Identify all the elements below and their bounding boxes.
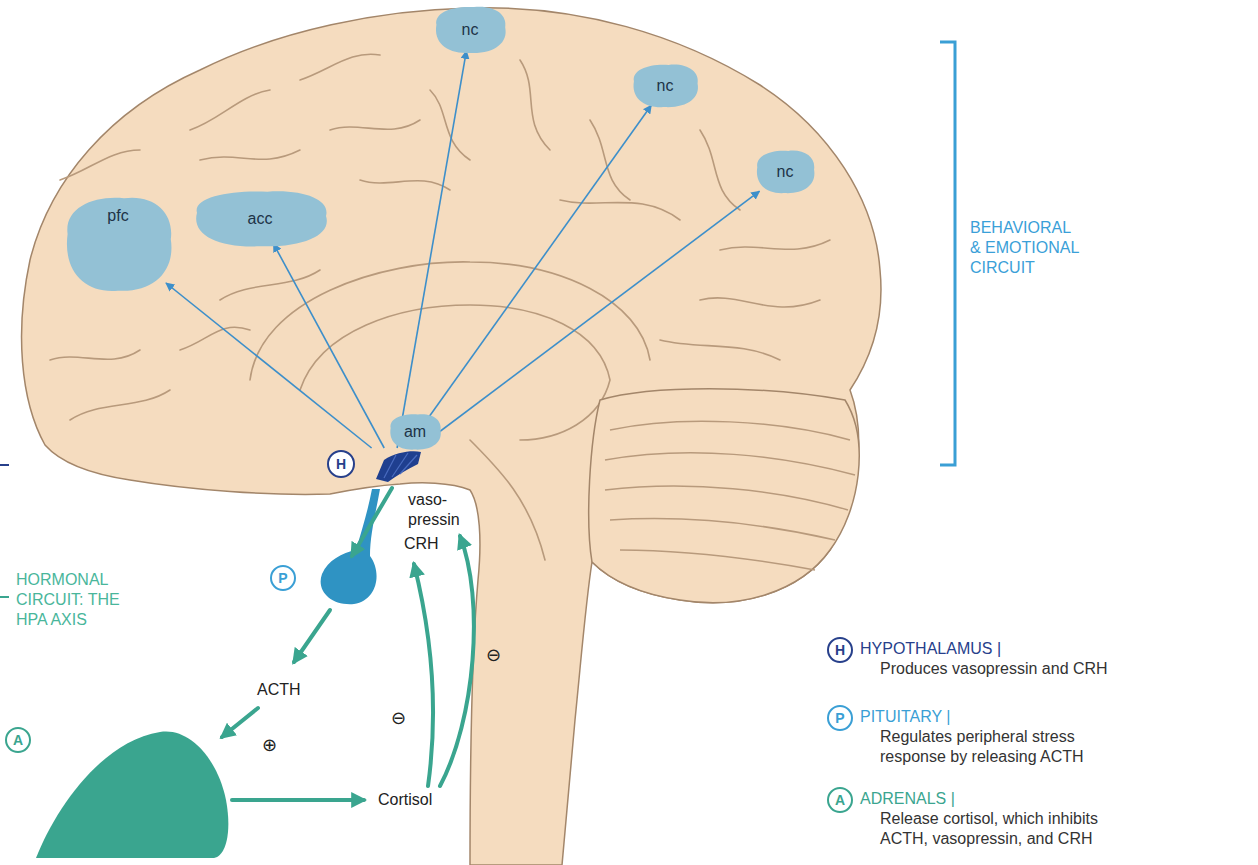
circle-letter: P [278,571,287,585]
projection-arrow [274,244,385,448]
key-text: Regulates peripheral stress response by … [880,727,1135,767]
letter-circle: H [827,637,853,663]
hormone-arrow [232,798,364,802]
key-text: ADRENALS | [860,789,1060,809]
hormone-label: CRH [404,534,454,554]
region-label: nc [657,76,674,96]
region-fill [390,414,441,450]
gyrus-line [220,270,320,300]
brain-region: nc [430,4,510,56]
key-text: Produces vasopressin and CRH [880,659,1135,679]
region-fill [436,7,506,53]
cerebellum-fold [605,453,855,475]
hormone-arrow [352,488,392,556]
gyrus-line [300,54,380,80]
gyrus-line [200,150,300,160]
gyrus-line [590,120,630,200]
gyrus-line [520,60,550,150]
limbic-curve [250,262,650,380]
gyrus-line [190,90,270,130]
hormone-label: Cortisol [378,790,458,810]
hormone-arrows [222,488,474,800]
hypothalamus-region: H [326,448,422,482]
region-label: am [402,422,428,442]
letter-circle: A [827,787,853,813]
key-text: PITUITARY | [860,707,1060,727]
projection-arrow [418,191,760,448]
gyrus-line [660,340,780,360]
gyrus-line [180,327,250,350]
gyrus-line [60,150,140,180]
pituitary-gland [321,489,380,604]
fan-stripe [400,455,417,474]
gyrus-line [360,180,450,190]
hormone-arrow [222,708,258,737]
projection-arrow [166,283,372,448]
circuit-title: BEHAVIORAL & EMOTIONAL CIRCUIT [970,218,1084,278]
feedback-arrow [440,536,474,786]
gyrus-line [700,130,740,210]
region-fill [196,191,327,246]
circle-letter: A [835,793,845,807]
projection-arrow [407,105,652,448]
circuit-title: HORMONAL CIRCUIT: THE HPA AXIS [16,570,120,630]
brainstem-line [470,440,545,560]
hormone-label: ACTH [257,680,327,700]
edge-tick [0,596,9,598]
gyrus-line [700,298,820,307]
gyrus-line [430,90,470,160]
brain-outline [22,8,881,865]
gyrus-line [50,350,140,360]
cerebellum-fold [610,519,835,540]
key-text: HYPOTHALAMUS | [860,639,1060,659]
brain-region: am [386,412,444,452]
letter-circle: P [270,565,296,591]
gyrus-line [720,240,830,250]
circle-letter: P [835,711,844,725]
cerebellum-fold [605,486,848,510]
key-text: Release cortisol, which inhibits ACTH, v… [880,809,1135,849]
hypothalamus-fill [376,451,421,482]
hormone-arrow [294,610,330,662]
circle-letter: H [328,451,354,477]
brain-region: nc [628,62,702,110]
region-fill [634,65,698,108]
region-fill [67,198,172,291]
region-label: nc [777,162,794,182]
circle-letter: A [13,733,23,747]
edge-tick [0,464,9,466]
brain-region: pfc [58,192,178,297]
region-label: nc [462,20,479,40]
cerebellum-folds [605,421,855,570]
letter-circle [328,451,354,477]
brain-region: acc [185,188,335,250]
gyrus-line [560,200,680,220]
sign-symbol: ⊖ [486,645,508,665]
cerebellum-fold [620,550,815,570]
feedback-arrow [414,564,433,786]
letter-circle: P [827,705,853,731]
region-fill [757,151,814,194]
region-label: pfc [107,206,128,226]
circuit-bracket [940,42,955,465]
region-label: acc [248,209,273,229]
hormone-label: vaso- pressin [408,490,470,530]
letter-circle: A [5,727,31,753]
gyrus-line [330,120,420,130]
adrenal-gland [36,731,228,858]
sign-symbol: ⊖ [391,708,413,728]
gyrus-line [70,390,170,420]
projection-arrow [397,51,466,448]
brain-region: nc [752,148,818,196]
cerebellum-fold [610,421,850,440]
sign-symbol: ⊕ [262,735,284,755]
cerebellum [589,389,859,603]
circle-letter: H [835,643,845,657]
